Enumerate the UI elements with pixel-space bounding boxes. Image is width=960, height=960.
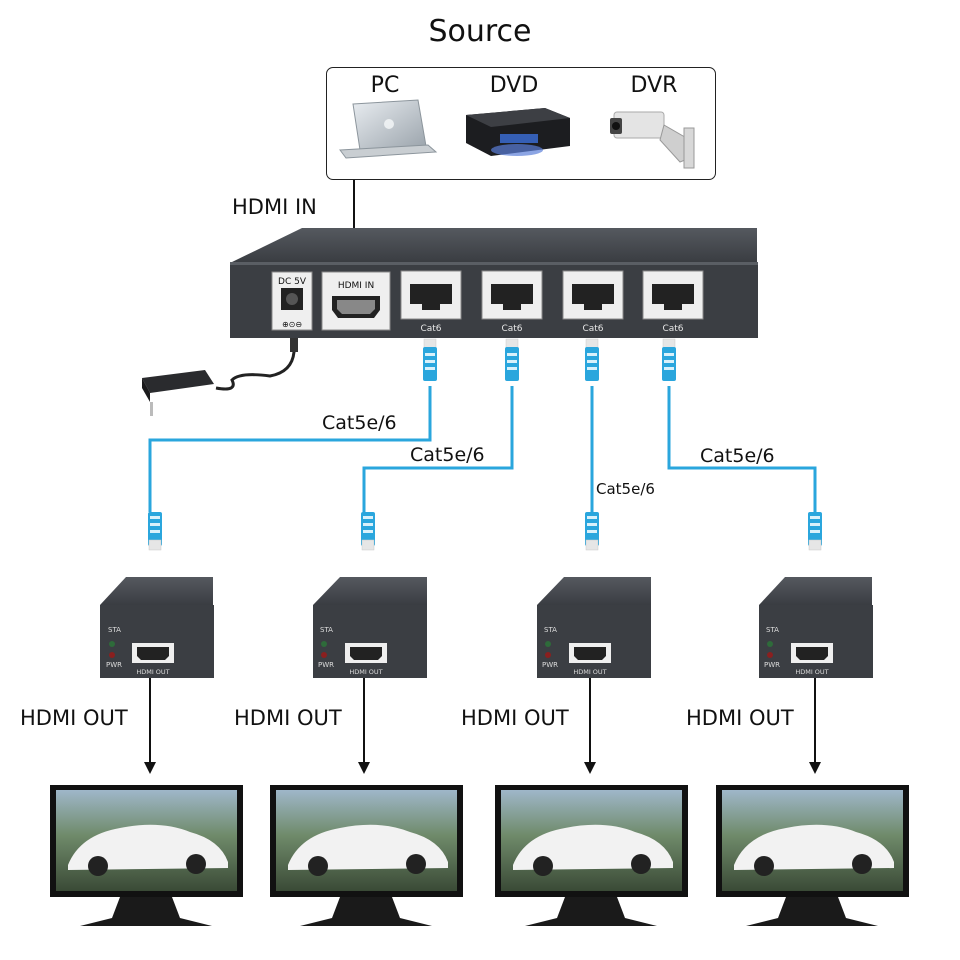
rj45-port-2: Cat6 (481, 270, 543, 334)
polarity-symbol: ⊕⊙⊖ (282, 320, 302, 329)
sta-label-3: STA (544, 626, 557, 634)
sta-label-1: STA (108, 626, 121, 634)
power-adapter (142, 338, 298, 416)
hdmi-out-label-3: HDMI OUT (461, 706, 569, 730)
rj45-label-3: Cat6 (582, 324, 603, 334)
cable-plug-bottom-3 (584, 511, 600, 551)
cable-set (148, 386, 817, 512)
hdmi-in-label: HDMI IN (232, 195, 317, 219)
hdmi-port-label: HDMI IN (338, 281, 374, 291)
monitor-2 (270, 785, 463, 926)
cable-label-1: Cat5e/6 (322, 412, 397, 434)
cable-4 (667, 386, 817, 512)
security-camera-icon (610, 111, 695, 169)
power-port-label: DC 5V (278, 277, 307, 287)
rj45-port-4: Cat6 (642, 270, 704, 334)
dvd-player-icon (466, 108, 570, 156)
pwr-label-2: PWR (318, 661, 334, 669)
sta-label-4: STA (766, 626, 779, 634)
pwr-label-4: PWR (764, 661, 780, 669)
hdmi-in-port: HDMI IN (321, 271, 391, 331)
source-label-dvr: DVR (630, 73, 678, 98)
splitter-device: DC 5V ⊕⊙⊖ HDMI IN Cat6 Cat6 Cat6 (230, 228, 758, 338)
hdmi-out-port-label-3: HDMI OUT (573, 668, 606, 676)
cable-1 (148, 386, 432, 512)
cable-plug-bottom-4 (807, 511, 823, 551)
receiver-2: STA PWR HDMI OUT (313, 577, 427, 678)
hdmi-out-port-label-4: HDMI OUT (795, 668, 828, 676)
cable-plug-top-1 (422, 338, 438, 382)
hdmi-out-label-4: HDMI OUT (686, 706, 794, 730)
hdmi-out-arrows (149, 678, 816, 763)
rj45-label-4: Cat6 (662, 324, 683, 334)
cable-2 (362, 386, 514, 512)
hdmi-out-port-label-2: HDMI OUT (349, 668, 382, 676)
cable-plug-top-3 (584, 338, 600, 382)
monitor-4 (716, 785, 909, 926)
power-port: DC 5V ⊕⊙⊖ (271, 271, 313, 331)
laptop-icon (339, 99, 438, 159)
hdmi-out-port-label-1: HDMI OUT (136, 668, 169, 676)
sta-label-2: STA (320, 626, 333, 634)
hdmi-out-label-1: HDMI OUT (20, 706, 128, 730)
monitor-1 (50, 785, 243, 926)
receiver-4: STA PWR HDMI OUT (759, 577, 873, 678)
cable-label-3: Cat5e/6 (596, 480, 655, 498)
rj45-label-1: Cat6 (420, 324, 441, 334)
source-label-dvd: DVD (489, 73, 539, 98)
cable-plug-bottom-2 (360, 511, 376, 551)
source-label-pc: PC (370, 73, 400, 98)
rj45-port-1: Cat6 (400, 270, 462, 334)
diagram-title: Source (428, 14, 532, 49)
hdmi-out-label-2: HDMI OUT (234, 706, 342, 730)
receiver-1: STA PWR HDMI OUT (100, 577, 214, 678)
receiver-3: STA PWR HDMI OUT (537, 577, 651, 678)
cable-label-2: Cat5e/6 (410, 444, 485, 466)
cable-plug-top-4 (661, 338, 677, 382)
pwr-label-3: PWR (542, 661, 558, 669)
hdmi-out-arrowheads (144, 762, 821, 774)
cable-label-4: Cat5e/6 (700, 445, 775, 467)
cable-plug-bottom-1 (147, 511, 163, 551)
rj45-port-3: Cat6 (562, 270, 624, 334)
monitor-3 (495, 785, 688, 926)
rj45-label-2: Cat6 (501, 324, 522, 334)
cable-plug-top-2 (504, 338, 520, 382)
pwr-label-1: PWR (106, 661, 122, 669)
